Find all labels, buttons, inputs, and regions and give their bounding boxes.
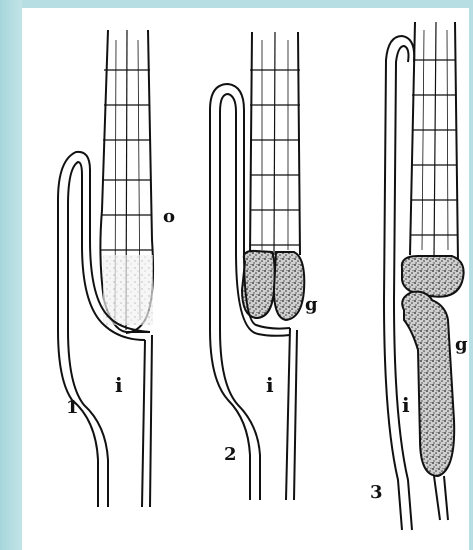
stage-1 — [58, 30, 153, 507]
stage-2 — [210, 32, 304, 500]
stage-3-germ-stalk — [434, 476, 448, 520]
label-num-3: 3 — [370, 482, 383, 503]
stage-3-germ-cap — [402, 256, 464, 297]
stage-1-basal-cells — [103, 255, 153, 325]
label-i-stage1: i — [115, 373, 123, 397]
label-i-stage2: i — [266, 373, 274, 397]
label-i-stage3: i — [402, 393, 410, 417]
stage-3-germ-elongated — [402, 292, 454, 476]
stage-3 — [384, 22, 464, 530]
label-num-1: 1 — [66, 397, 79, 418]
label-g-stage2: g — [305, 294, 318, 315]
stage-2-germ-right — [274, 252, 304, 320]
label-num-2: 2 — [224, 444, 237, 465]
stage-2-cell-rows — [250, 32, 300, 255]
label-o: o — [163, 206, 175, 227]
stage-3-cell-rows — [410, 22, 458, 258]
label-g-stage3: g — [455, 334, 468, 355]
